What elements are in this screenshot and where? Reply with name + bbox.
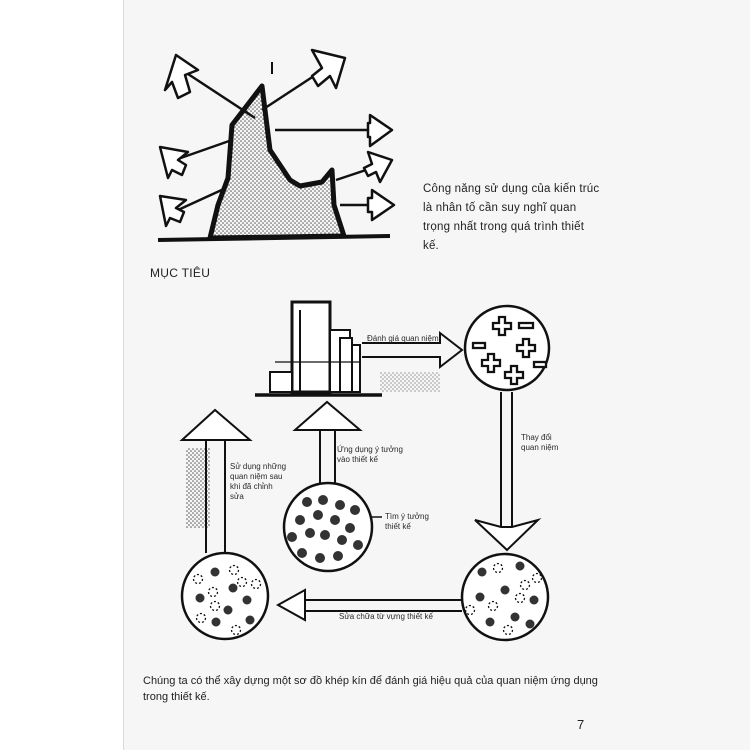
building-silhouette <box>207 83 347 241</box>
section-title: MỤC TIÊU <box>150 266 211 280</box>
label-find: Tìm ý tưởng thiết kế <box>385 512 429 531</box>
label-use-revised: Sử dụng những quan niệm sau khi đã chỉnh… <box>230 462 287 501</box>
design-cycle-diagram <box>179 300 551 642</box>
evaluation-circle <box>463 304 551 392</box>
label-evaluate: Đánh giá quan niệm <box>367 334 439 343</box>
arrow-use-up <box>179 408 253 553</box>
conclusion-text: Chúng ta có thể xây dựng một sơ đồ khép … <box>143 675 598 703</box>
arrow-to-evaluate <box>362 330 464 370</box>
label-change: Thay đổi quan niệm <box>521 433 559 452</box>
arrow-change-down <box>474 392 542 552</box>
label-apply: Ứng dụng ý tưởng vào thiết kế <box>337 445 403 464</box>
arrow-fix-left <box>275 588 462 622</box>
intro-caption: Công năng sử dụng của kiến trúc là nhân … <box>423 183 600 252</box>
page-number: 7 <box>577 717 585 732</box>
function-sketch <box>157 48 396 242</box>
radiating-arrows <box>158 48 396 228</box>
left-margin <box>0 0 123 750</box>
ideas-circle <box>282 481 382 573</box>
concept-circle-right <box>460 552 550 642</box>
label-fix-vocab: Sửa chữa từ vựng thiết kế <box>339 612 433 621</box>
arrow-apply-up <box>292 400 363 483</box>
concept-circle-left <box>180 551 270 641</box>
building-block <box>255 300 440 397</box>
